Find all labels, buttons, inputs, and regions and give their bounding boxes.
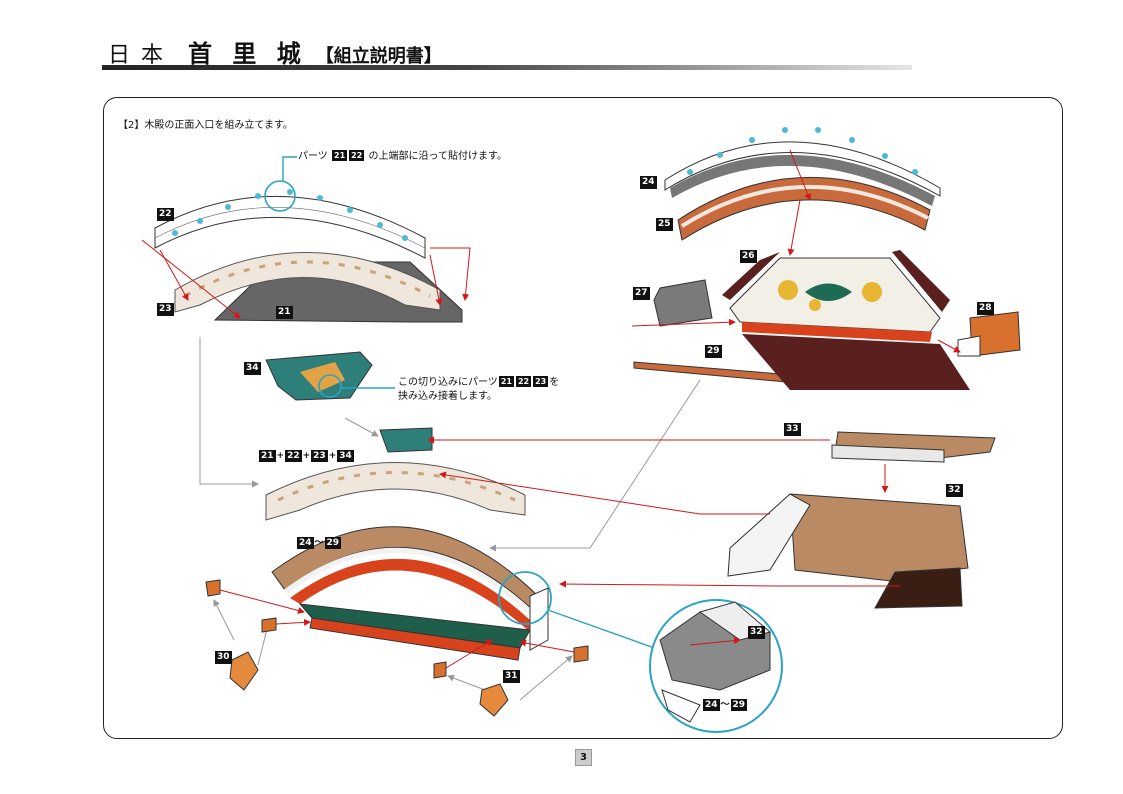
zoom-detail	[649, 599, 783, 733]
label-part-31: 31	[503, 670, 520, 683]
part-25-bargeboard	[677, 176, 931, 241]
part-32-roof-section	[727, 493, 969, 609]
detail-circle-corner	[498, 571, 552, 625]
label-part-21: 21	[276, 306, 293, 319]
detail-circle-top	[264, 180, 296, 212]
part-22-tile-strip	[154, 189, 426, 259]
assembled-arch	[265, 427, 526, 521]
header-subtitle: 【組立説明書】	[315, 46, 442, 67]
label-part-32: 32	[946, 484, 963, 497]
label-part-27: 27	[633, 287, 650, 300]
part-27-block	[653, 279, 713, 327]
part-24-tile-strip	[664, 127, 941, 206]
label-part-28: 28	[977, 302, 994, 315]
detail-circle-slot	[318, 374, 342, 398]
instruction-frame	[103, 97, 1063, 739]
deck-shadow	[742, 334, 970, 390]
header-title: 首 里 城	[188, 40, 307, 68]
header-prefix: 日 本	[108, 43, 165, 68]
part-34-piece	[265, 351, 373, 401]
label-part-26: 26	[740, 250, 757, 263]
page-number: 3	[575, 749, 592, 766]
label-part-22: 22	[157, 208, 174, 221]
label-zoom-24-29: 24～29	[703, 699, 748, 711]
part-26-gable	[722, 250, 950, 342]
part-28-end	[957, 311, 1021, 357]
label-part-23: 23	[157, 303, 174, 316]
label-part-29: 29	[705, 345, 722, 358]
label-part-30: 30	[215, 651, 232, 664]
label-part-34: 34	[244, 362, 261, 375]
label-combo-24-29: 24～29	[297, 537, 342, 549]
header-rule	[102, 65, 912, 70]
step-title: 【2】木殿の正面入口を組み立てます。	[118, 120, 293, 131]
label-combo-21-22-23-34: 21+22+23+34	[259, 450, 354, 462]
label-zoom-part-32: 32	[748, 626, 765, 639]
label-part-24: 24	[640, 176, 657, 189]
document-header: 日 本 首 里 城 【組立説明書】	[108, 34, 442, 69]
parts-30-31-brackets	[205, 579, 589, 717]
label-part-33: 33	[784, 423, 801, 436]
part-33-roof-piece	[831, 431, 996, 463]
label-part-25: 25	[656, 218, 673, 231]
